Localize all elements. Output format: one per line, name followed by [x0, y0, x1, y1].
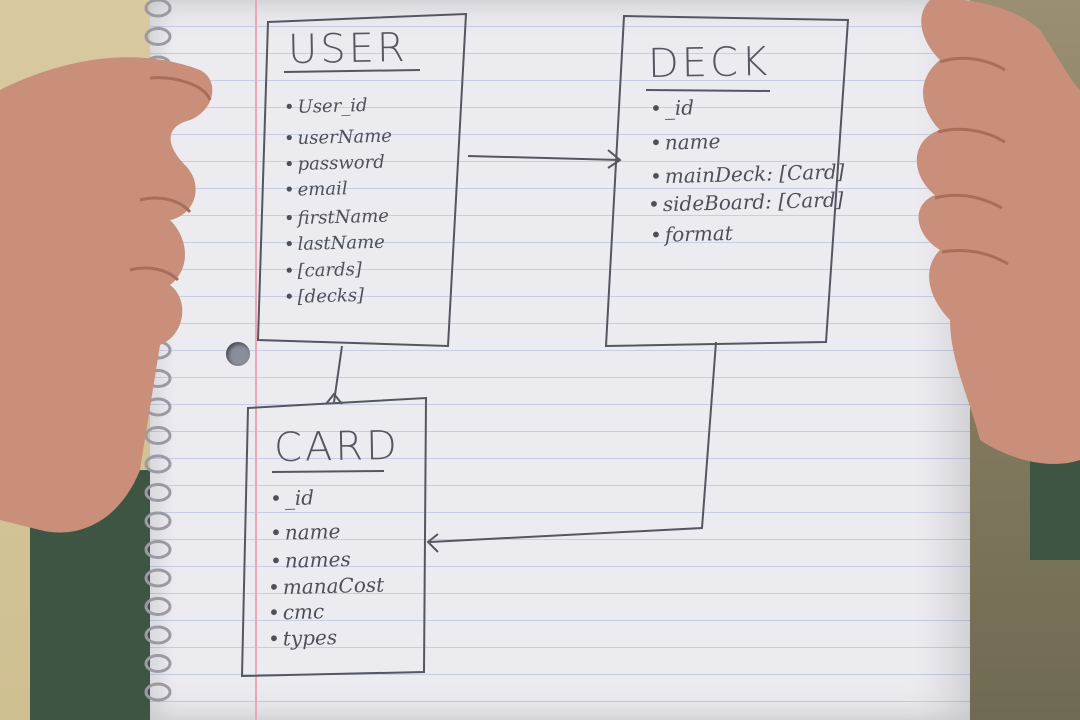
spiral-coil: [144, 27, 172, 46]
user-field: email: [284, 178, 348, 201]
left-hand-icon: [0, 57, 213, 533]
deck-field: mainDeck: [Card]: [650, 159, 845, 188]
user-field: userName: [284, 126, 392, 150]
deck-field: _id: [650, 95, 694, 120]
spiral-coil: [144, 0, 172, 18]
card-title-underline: [271, 470, 385, 473]
right-hand-icon: [916, 0, 1080, 464]
spiral-coil: [144, 682, 172, 702]
deck-entity-title: DECK: [647, 38, 771, 88]
margin-line: [255, 0, 257, 720]
spiral-coil: [144, 454, 172, 474]
spiral-coil: [144, 540, 172, 559]
card-field: cmc: [268, 599, 324, 624]
deck-field: name: [650, 129, 720, 155]
user-field: User_id: [284, 95, 367, 118]
card-entity-title: CARD: [273, 422, 401, 472]
user-deck-crowfoot: [607, 149, 622, 169]
deck-field: sideBoard: [Card]: [648, 187, 844, 216]
card-field: types: [268, 625, 337, 651]
spiral-coil: [144, 426, 172, 445]
spiral-coil: [144, 597, 172, 616]
card-field: manaCost: [268, 572, 384, 599]
user-field: lastName: [284, 232, 385, 256]
card-field: _id: [270, 485, 314, 510]
card-field: names: [270, 547, 350, 573]
punch-hole-icon: [226, 342, 250, 366]
user-entity-box: [256, 12, 468, 348]
deck-entity-box: [604, 14, 850, 348]
user-field: firstName: [284, 206, 389, 230]
spiral-coil: [144, 511, 172, 531]
user-card-relation-line: [333, 345, 343, 403]
spiral-coil: [144, 654, 172, 673]
spiral-coil: [144, 483, 172, 502]
deck-card-crowfoot: [426, 533, 439, 553]
deck-card-relation-line: [429, 341, 717, 543]
user-entity-title: USER: [287, 24, 409, 74]
user-field: [decks]: [284, 285, 364, 308]
spiral-coil: [144, 568, 172, 588]
deck-title-underline: [645, 89, 771, 92]
card-field: name: [270, 519, 340, 545]
user-deck-relation-line: [467, 155, 621, 161]
spiral-coil: [144, 625, 172, 645]
user-title-underline: [283, 69, 421, 73]
user-field: [cards]: [284, 259, 362, 282]
deck-field: format: [650, 221, 733, 247]
user-field: password: [284, 152, 385, 176]
user-card-crowfoot: [325, 392, 343, 405]
card-entity-box: [240, 396, 428, 678]
